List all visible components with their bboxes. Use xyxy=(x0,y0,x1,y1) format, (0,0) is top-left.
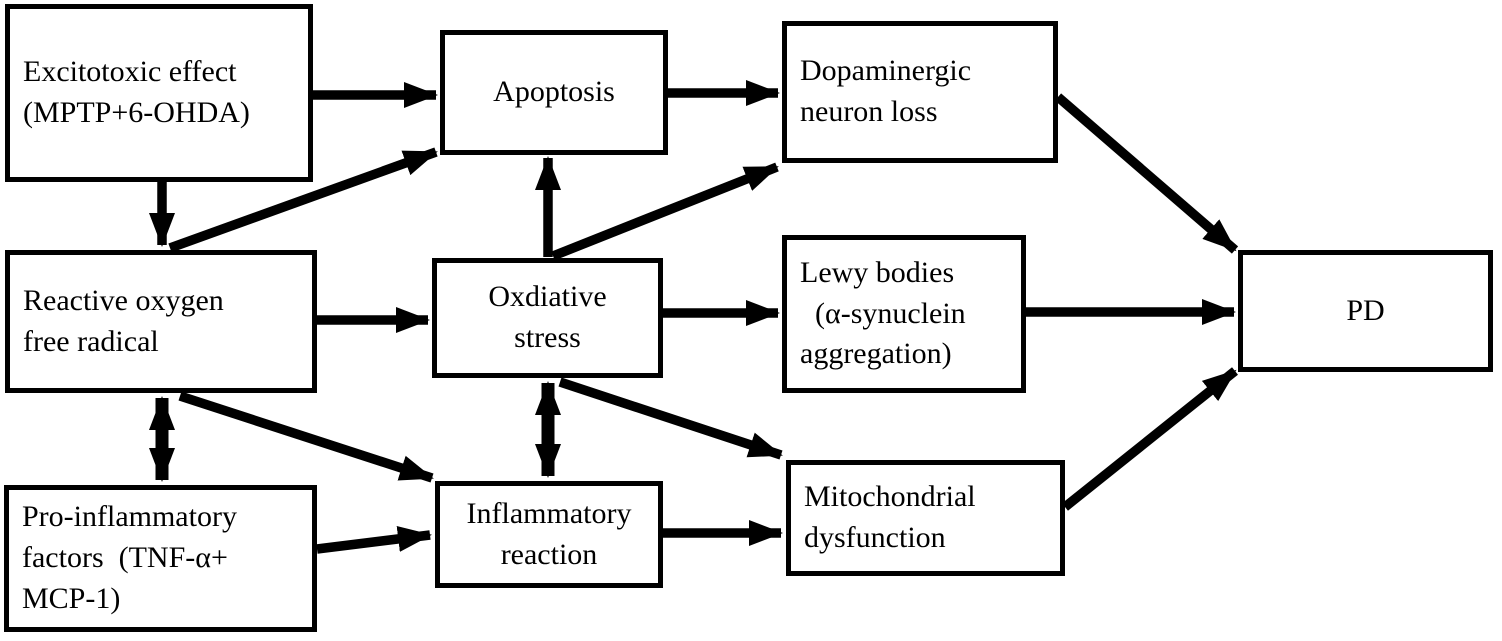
node-label: Excitotoxic effect (MPTP+6-OHDA) xyxy=(23,55,250,129)
arrow-ros-to-apoptosis xyxy=(168,147,438,253)
node-label: Lewy bodies (α-synuclein aggregation) xyxy=(800,255,966,371)
node-mitochondrial-dysfunction: Mitochondrial dysfunction xyxy=(786,460,1065,576)
arrow-dopaminergic-to-pd xyxy=(1054,93,1239,254)
node-label: Reactive oxygen free radical xyxy=(23,283,224,358)
arrow-mitochondrial-to-pd xyxy=(1062,367,1238,511)
node-dopaminergic-neuron-loss: Dopaminergic neuron loss xyxy=(782,21,1058,163)
node-label: PD xyxy=(1346,293,1385,327)
node-pd: PD xyxy=(1238,250,1493,372)
node-label: Mitochondrial dysfunction xyxy=(804,480,976,554)
node-excitotoxic-effect: Excitotoxic effect (MPTP+6-OHDA) xyxy=(5,4,313,182)
node-label: Apoptosis xyxy=(493,75,615,109)
node-oxdiative-stress: Oxdiative stress xyxy=(432,258,663,378)
arrow-oxdiative-to-dopaminergic xyxy=(551,162,779,261)
node-label: Oxdiative stress xyxy=(488,280,607,354)
node-apoptosis: Apoptosis xyxy=(440,30,668,155)
arrow-ros-to-inflammatory xyxy=(178,391,434,483)
node-inflammatory-reaction: Inflammatory reaction xyxy=(435,481,663,588)
node-lewy-bodies: Lewy bodies (α-synuclein aggregation) xyxy=(782,235,1026,393)
node-label: Dopaminergic neuron loss xyxy=(800,54,972,128)
node-label: Inflammatory reaction xyxy=(466,496,632,571)
arrow-pro-to-inflammatory xyxy=(316,526,432,554)
node-pro-inflammatory-factors: Pro-inflammatory factors (TNF-α+ MCP-1) xyxy=(4,485,317,632)
node-label: Pro-inflammatory factors (TNF-α+ MCP-1) xyxy=(22,500,237,615)
node-reactive-oxygen-free-radical: Reactive oxygen free radical xyxy=(5,250,317,393)
arrow-oxdiative-to-mitochondrial xyxy=(558,377,783,460)
